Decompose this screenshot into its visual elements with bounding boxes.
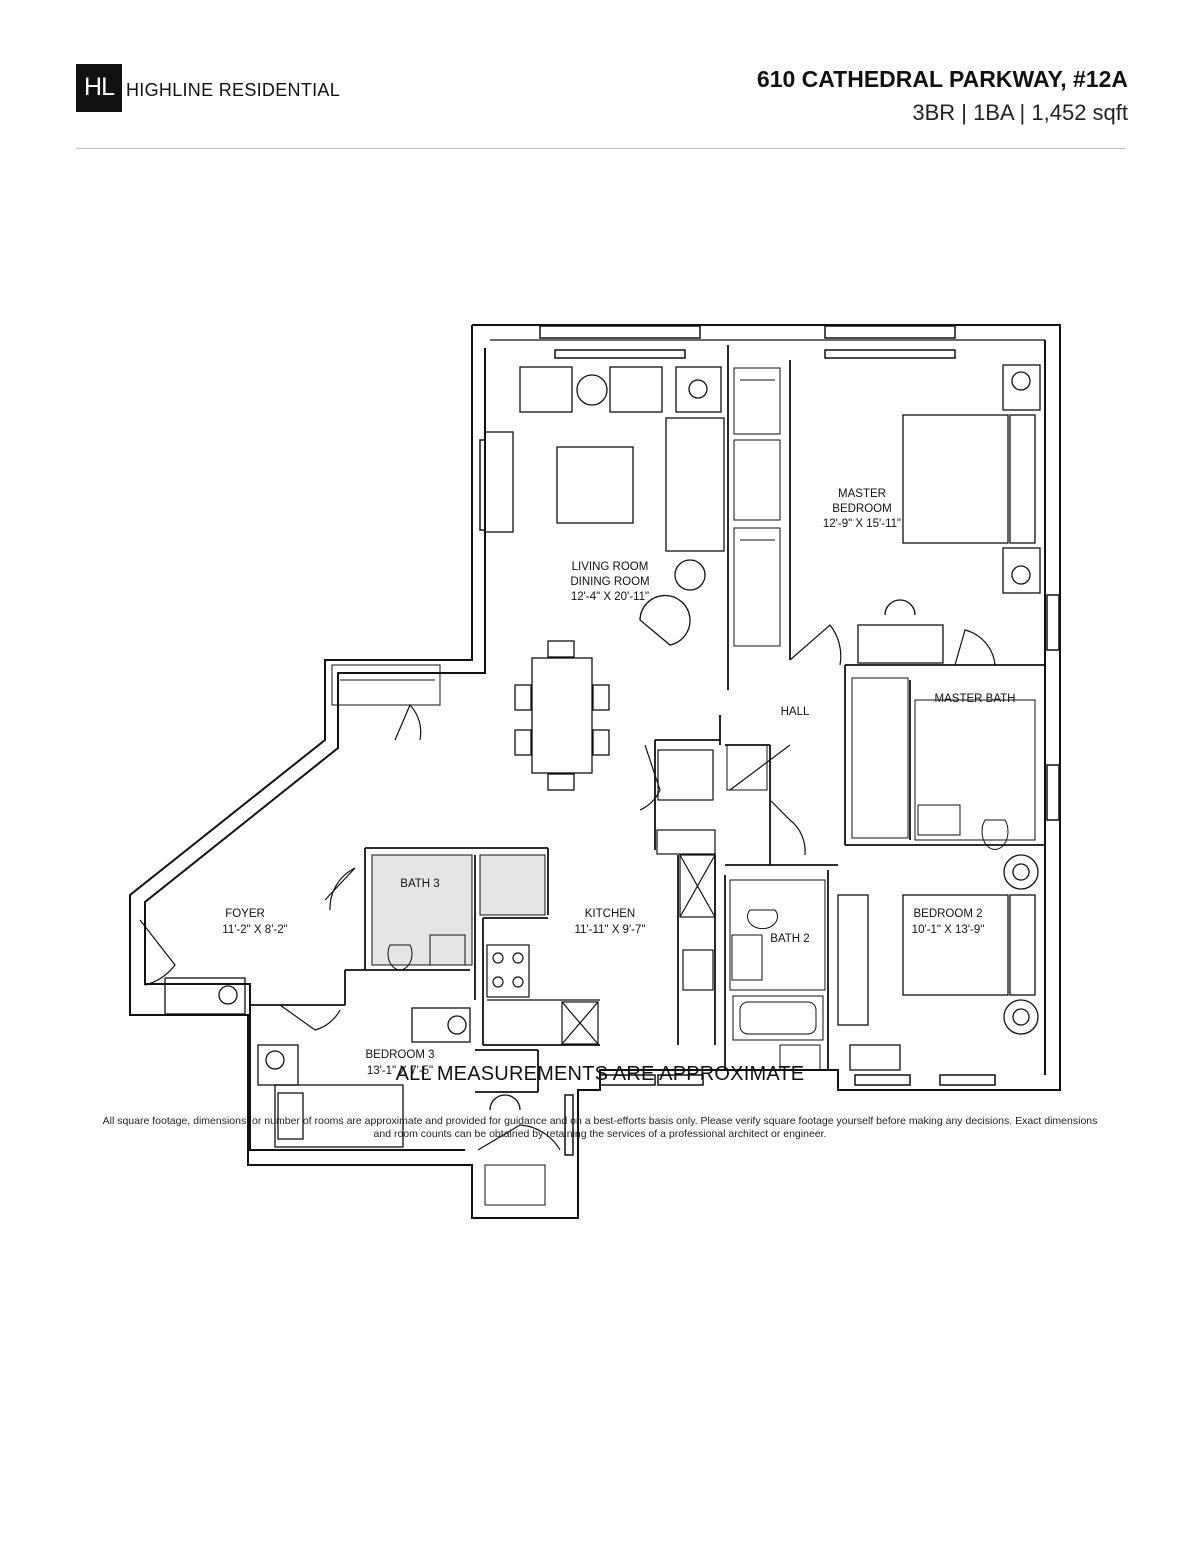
- bath3-fixtures: [371, 854, 546, 971]
- room-kitchen-name: KITCHEN: [585, 908, 635, 920]
- bedroom2-furniture: [837, 854, 1039, 1071]
- room-master-dims: 12'-9" X 15'-11": [823, 518, 901, 530]
- room-foyer-name: FOYER: [225, 908, 265, 920]
- brand-logo: HL: [76, 64, 122, 112]
- room-bath3-name: BATH 3: [400, 878, 439, 890]
- page-header: HL HIGHLINE RESIDENTIAL 610 CATHEDRAL PA…: [0, 0, 1200, 150]
- room-living-name: LIVING ROOM: [572, 561, 649, 573]
- room-dining-name: DINING ROOM: [570, 576, 649, 588]
- room-hall-name: HALL: [781, 706, 810, 718]
- header-divider: [76, 148, 1125, 149]
- master-furniture: [857, 364, 1041, 664]
- room-master-name-2: BEDROOM: [832, 503, 891, 515]
- room-master-name-1: MASTER: [838, 488, 886, 500]
- brand-logo-text: HL: [84, 73, 115, 101]
- room-bath2-name: BATH 2: [770, 933, 809, 945]
- room-living-dims: 12'-4" X 20'-11": [571, 591, 649, 603]
- windows: [479, 325, 1060, 1156]
- disclaimer-text: All square footage, dimensions, or numbe…: [102, 1115, 1098, 1140]
- room-bedroom3-dims: 13'-1" X 7'-5": [367, 1065, 433, 1077]
- exterior-walls: [129, 324, 1061, 1219]
- room-kitchen-dims: 11'-11" X 9'-7": [575, 924, 646, 936]
- interior-walls: [250, 345, 1045, 1093]
- closets: [331, 367, 781, 1206]
- bedroom3-furniture: [164, 977, 521, 1148]
- living-furniture: [484, 366, 725, 791]
- listing-specs: 3BR | 1BA | 1,452 sqft: [912, 100, 1128, 125]
- room-master-bath-name: MASTER BATH: [935, 693, 1016, 705]
- kitchen-fixtures: [486, 749, 716, 1045]
- brand-name: HIGHLINE RESIDENTIAL: [126, 80, 341, 100]
- room-foyer-dims: 11'-2" X 8'-2": [222, 924, 287, 936]
- master-bath-fixtures: [851, 677, 1036, 850]
- listing-address: 610 CATHEDRAL PARKWAY, #12A: [756, 66, 1128, 92]
- room-bedroom2-dims: 10'-1" X 13'-9": [912, 924, 985, 936]
- measurements-note: ALL MEASUREMENTS ARE APPROXIMATE: [395, 1063, 805, 1085]
- room-bedroom2-name: BEDROOM 2: [913, 908, 982, 920]
- bath2-fixtures: [729, 879, 826, 1071]
- room-bedroom3-name: BEDROOM 3: [365, 1049, 434, 1061]
